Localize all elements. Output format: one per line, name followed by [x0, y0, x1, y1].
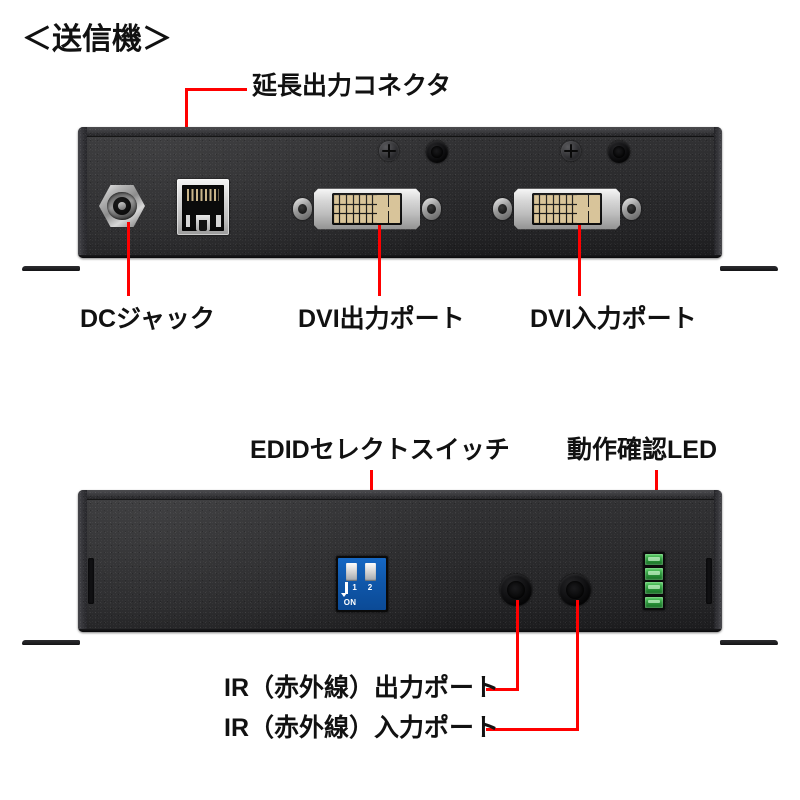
rj45-notch-left	[185, 214, 190, 227]
edid-dip-label-2: 2	[367, 583, 373, 592]
page-title: ＜送信機＞	[22, 23, 172, 56]
rear-panel-right-bevel	[714, 490, 722, 632]
leader-dc-jack	[127, 222, 130, 296]
chassis-hole-right	[608, 141, 630, 163]
label-ir-output-port: IR（赤外線）出力ポート	[224, 674, 500, 702]
dvi-input-ground-blade	[576, 207, 601, 211]
chassis-screw-right	[561, 141, 581, 161]
label-status-led: 動作確認LED	[567, 436, 718, 464]
rear-bracket-left	[22, 640, 80, 645]
dc-jack-center-pin	[117, 201, 127, 211]
front-panel-top-line	[83, 136, 717, 137]
rear-panel-texture	[78, 490, 722, 632]
label-dvi-input-port: DVI入力ポート	[530, 305, 697, 333]
dvi-output-analog-pins	[376, 195, 401, 223]
chassis-hole-left-bore	[430, 145, 444, 159]
rear-side-notch-left	[88, 558, 94, 604]
status-led-4	[645, 596, 663, 608]
edid-dip-switch-face: 1 2 ON	[338, 558, 386, 610]
leader-dvi-output	[378, 225, 381, 296]
edid-dip-arrow-icon	[340, 582, 349, 598]
dvi-output-ground-blade	[376, 207, 401, 211]
status-led-2	[645, 568, 663, 580]
edid-dip-switch[interactable]: 1 2 ON	[336, 556, 388, 612]
label-dc-jack: DCジャック	[80, 305, 215, 333]
dvi-output-shell	[313, 188, 421, 230]
leader-extension-output-h	[185, 88, 247, 91]
status-led-1	[645, 554, 663, 566]
rj45-notch-right	[216, 214, 221, 227]
rj45-extension-output-port[interactable]	[177, 179, 229, 235]
leader-ir-input-v	[576, 600, 579, 730]
leader-ir-input-h	[486, 728, 579, 731]
rear-side-notch-right	[706, 558, 712, 604]
ir-input-jack[interactable]	[559, 574, 591, 606]
front-panel-right-bevel	[714, 127, 722, 258]
chassis-screw-left	[379, 141, 399, 161]
front-bracket-right	[720, 266, 778, 271]
leader-dvi-input	[578, 225, 581, 296]
front-panel-device	[78, 127, 722, 258]
dvi-input-port[interactable]	[493, 187, 641, 231]
front-bracket-left	[22, 266, 80, 271]
label-dvi-output-port: DVI出力ポート	[298, 305, 465, 333]
dc-jack[interactable]	[99, 185, 145, 227]
leader-ir-output-h	[486, 688, 519, 691]
status-led-3	[645, 582, 663, 594]
rear-panel-top-bevel	[78, 490, 722, 499]
edid-dip-switch-slider-2[interactable]	[364, 563, 377, 581]
rj45-tab-hole	[198, 220, 208, 231]
rear-panel-device: 1 2 ON	[78, 490, 722, 632]
front-panel-top-bevel	[78, 127, 722, 136]
dvi-output-screw-left	[293, 198, 313, 220]
label-edid-select-switch: EDIDセレクトスイッチ	[250, 436, 510, 464]
dvi-input-shell	[513, 188, 621, 230]
front-panel-bottom-line	[78, 255, 722, 258]
dvi-input-analog-pins	[576, 195, 601, 223]
dvi-input-screw-right	[621, 198, 641, 220]
chassis-hole-right-bore	[612, 145, 626, 159]
dvi-input-screw-left	[493, 198, 513, 220]
ir-output-jack-bore	[507, 581, 525, 599]
front-panel-left-bevel	[78, 127, 87, 258]
rear-bracket-right	[720, 640, 778, 645]
label-ir-input-port: IR（赤外線）入力ポート	[224, 714, 500, 742]
rear-panel-left-bevel	[78, 490, 87, 632]
edid-dip-on-label: ON	[343, 598, 357, 608]
edid-dip-switch-slider-1[interactable]	[345, 563, 358, 581]
status-led-array	[643, 552, 665, 610]
rear-panel-top-line	[83, 499, 717, 500]
chassis-hole-left	[426, 141, 448, 163]
ir-input-jack-bore	[566, 581, 584, 599]
leader-ir-output-v	[516, 600, 519, 690]
dvi-output-port[interactable]	[293, 187, 441, 231]
dvi-output-screw-right	[421, 198, 441, 220]
edid-dip-label-1: 1	[352, 583, 357, 592]
rj45-contacts	[186, 189, 220, 202]
rear-panel-chassis	[78, 490, 722, 632]
rear-panel-bottom-line	[78, 629, 722, 632]
rj45-cavity	[181, 184, 225, 231]
label-extension-output-connector: 延長出力コネクタ	[252, 72, 452, 100]
